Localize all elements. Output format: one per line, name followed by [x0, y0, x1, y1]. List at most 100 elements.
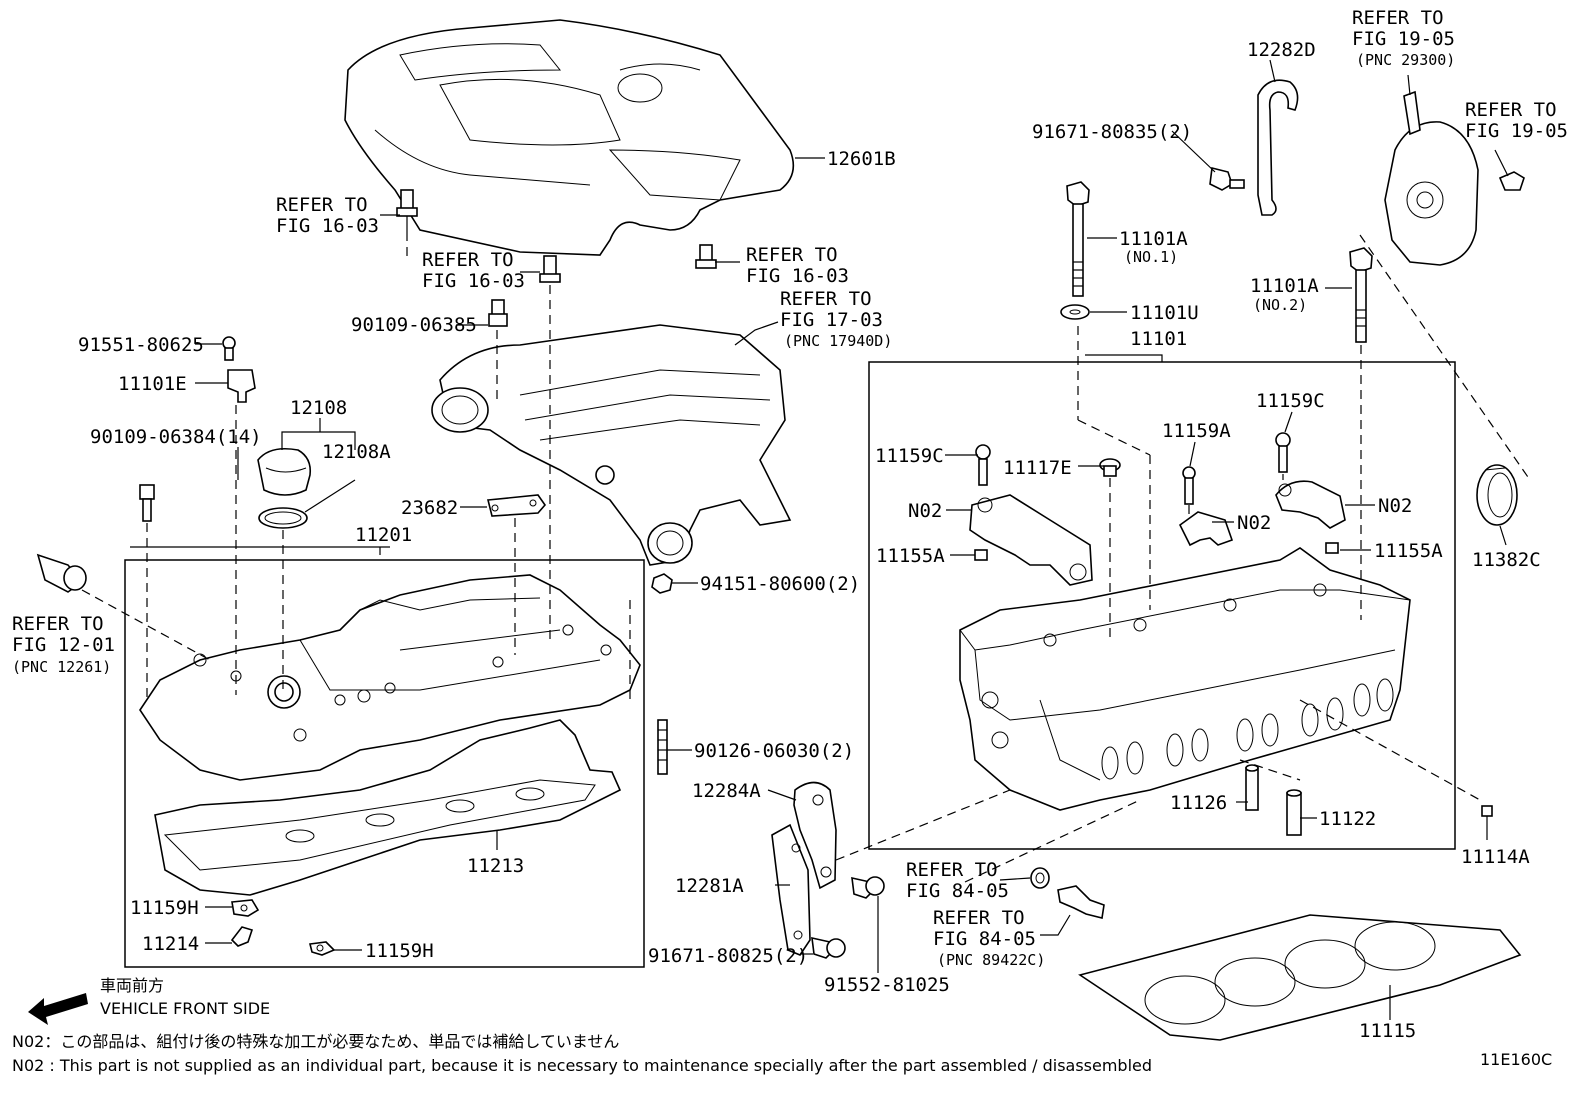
label-11101A-no1: 11101A — [1119, 228, 1188, 250]
label-11155A-b: 11155A — [1374, 540, 1443, 562]
label-12108A: 12108A — [322, 441, 391, 463]
svg-text:FIG 17-03: FIG 17-03 — [780, 309, 883, 331]
plug-11117E — [1099, 458, 1121, 477]
label-11101E: 11101E — [118, 373, 187, 395]
label-91671-80825: 91671-80825(2) — [648, 945, 808, 967]
refer-fig-19-05-b: REFER TO FIG 19-05 — [1465, 99, 1568, 142]
bolt-91671-80835 — [1209, 167, 1245, 191]
oil-filler-cap-12108A — [257, 447, 312, 529]
bearing-cap-n02-b — [1178, 511, 1234, 547]
label-11382C: 11382C — [1472, 549, 1541, 571]
pin-11114A — [1481, 805, 1493, 817]
washer-11101U — [1060, 304, 1090, 320]
head-bolt-11101A-no2 — [1349, 247, 1373, 343]
bolt-refer-a — [396, 189, 418, 232]
label-12282D: 12282D — [1247, 39, 1316, 61]
label-11155A-a: 11155A — [876, 545, 945, 567]
refer-fig-17-03: REFER TO FIG 17-03 (PNC 17940D) — [780, 288, 892, 350]
svg-text:(PNC 12261): (PNC 12261) — [12, 658, 111, 676]
svg-text:FIG 84-05: FIG 84-05 — [933, 928, 1036, 950]
bolt-90109-06384 — [139, 484, 155, 522]
label-11159H-b: 11159H — [365, 940, 434, 962]
gasket-11213 — [154, 719, 622, 896]
assembly-lines — [81, 232, 1531, 883]
gasket-refer-84-05 — [1030, 867, 1050, 889]
label-90126-06030: 90126-06030(2) — [694, 740, 854, 762]
dowel-11155A-b — [1325, 542, 1339, 554]
cylinder-head-cover-box — [124, 559, 645, 968]
bolt-refer-c — [695, 244, 717, 269]
label-n02-c: N02 — [1378, 495, 1412, 517]
label-90109-06385: 90109-06385 — [351, 314, 477, 336]
label-11101A-no2: 11101A — [1250, 275, 1319, 297]
svg-text:FIG 19-05: FIG 19-05 — [1465, 120, 1568, 142]
label-11114A: 11114A — [1461, 846, 1530, 868]
label-11101A-no2-sub: (NO.2) — [1253, 296, 1307, 314]
oil-seal-11382C — [1476, 464, 1518, 526]
refer-fig-12-01: REFER TO FIG 12-01 (PNC 12261) — [12, 613, 115, 676]
svg-text:REFER TO: REFER TO — [422, 249, 514, 271]
svg-text:FIG 19-05: FIG 19-05 — [1352, 28, 1455, 50]
sensor-refer-84-05 — [1057, 885, 1105, 919]
refer-fig-84-05-a: REFER TO FIG 84-05 — [906, 859, 1009, 902]
note-n02-en: N02 : This part is not supplied as an in… — [12, 1056, 1152, 1075]
label-11101A-no1-sub: (NO.1) — [1124, 248, 1178, 266]
label-11101: 11101 — [1130, 328, 1187, 350]
label-11122: 11122 — [1319, 808, 1376, 830]
label-11101U: 11101U — [1130, 302, 1199, 324]
dowel-11155A-a — [974, 549, 988, 561]
svg-text:REFER TO: REFER TO — [276, 194, 368, 216]
label-91551-80625: 91551-80625 — [78, 334, 204, 356]
bracket-12281A — [771, 823, 811, 956]
refer-fig-16-03-a: REFER TO FIG 16-03 — [276, 194, 379, 237]
bracket-12284A — [793, 781, 837, 890]
svg-text:REFER TO: REFER TO — [780, 288, 872, 310]
seal-11159H-a — [231, 899, 260, 917]
bolt-11159A — [1182, 466, 1196, 505]
cylinder-head-11101 — [959, 547, 1411, 811]
intake-manifold — [431, 324, 792, 566]
label-91552-81025: 91552-81025 — [824, 974, 950, 996]
head-bolt-11101A-no1 — [1066, 181, 1090, 297]
bolt-refer-b — [539, 255, 561, 283]
label-n02-b: N02 — [1237, 512, 1271, 534]
engine-cover-12601B — [344, 19, 795, 256]
label-11159C-b: 11159C — [1256, 390, 1325, 412]
svg-text:REFER TO: REFER TO — [906, 859, 998, 881]
label-12284A: 12284A — [692, 780, 761, 802]
bolt-91552-81025 — [851, 876, 885, 899]
svg-text:FIG 16-03: FIG 16-03 — [422, 270, 525, 292]
svg-text:FIG 12-01: FIG 12-01 — [12, 634, 115, 656]
leader-lines — [130, 59, 1509, 1020]
label-11201: 11201 — [355, 524, 412, 546]
label-11213: 11213 — [467, 855, 524, 877]
svg-text:REFER TO: REFER TO — [746, 244, 838, 266]
valve-guide-11122 — [1286, 789, 1302, 836]
svg-text:REFER TO: REFER TO — [12, 613, 104, 635]
bolt-91551-80625 — [222, 336, 236, 361]
refer-fig-16-03-c: REFER TO FIG 16-03 — [746, 244, 849, 287]
label-11126: 11126 — [1170, 792, 1227, 814]
vacuum-pump-refer-19-05 — [1384, 90, 1479, 266]
svg-text:FIG 16-03: FIG 16-03 — [746, 265, 849, 287]
svg-text:REFER TO: REFER TO — [1352, 7, 1444, 29]
refer-fig-16-03-b: REFER TO FIG 16-03 — [422, 249, 525, 292]
svg-text:(PNC 89422C): (PNC 89422C) — [937, 951, 1045, 969]
hose-refer-12-01 — [36, 553, 87, 593]
hanger-12282D — [1257, 79, 1299, 216]
label-n02-a: N02 — [908, 500, 942, 522]
refer-fig-19-05-a: REFER TO FIG 19-05 (PNC 29300) — [1352, 7, 1455, 69]
label-11159H-a: 11159H — [130, 897, 199, 919]
stud-90126-06030 — [657, 719, 668, 775]
seal-11159H-b — [309, 941, 336, 956]
label-94151-80600: 94151-80600(2) — [700, 573, 860, 595]
label-12281A: 12281A — [675, 875, 744, 897]
label-11117E: 11117E — [1003, 457, 1072, 479]
svg-text:(PNC 29300): (PNC 29300) — [1356, 51, 1455, 69]
bolt-11159C-a — [975, 444, 991, 486]
label-11159A: 11159A — [1162, 420, 1231, 442]
bolt-90109-06385 — [488, 299, 508, 327]
sensor-11101E — [227, 369, 256, 403]
label-11214: 11214 — [142, 933, 199, 955]
